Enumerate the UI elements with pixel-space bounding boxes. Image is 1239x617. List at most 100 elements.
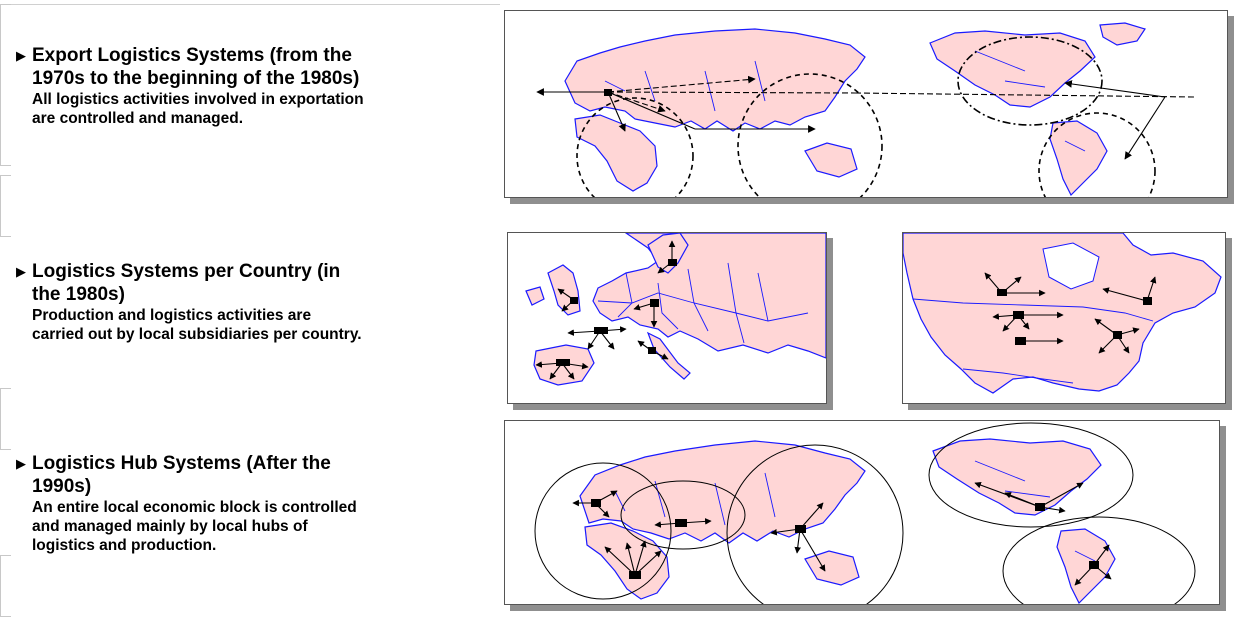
section-heading-text: Logistics Systems per Country (in the 19… xyxy=(32,261,341,305)
asia-pacific-hub-ring xyxy=(726,444,904,604)
africa-landmass xyxy=(584,522,670,600)
hub-arrow xyxy=(794,528,802,554)
left-edge-mark xyxy=(0,4,11,166)
us-canada-border xyxy=(912,298,1154,322)
distribution-arrow xyxy=(567,329,601,336)
section-heading: ▶ Logistics Hub Systems (After the 1990s… xyxy=(16,452,486,498)
section-description: An entire local economic block is contro… xyxy=(32,499,357,554)
left-edge-mark xyxy=(0,175,11,237)
africa-hub-ring xyxy=(534,462,672,600)
africa-market-ring xyxy=(576,97,694,197)
export-line xyxy=(854,92,1196,98)
section-description: All logistics activities involved in exp… xyxy=(32,91,364,127)
hub-arrow xyxy=(1093,564,1112,580)
distribution-arrow xyxy=(1102,287,1148,302)
hub-arrow xyxy=(654,521,682,528)
italy-landmass xyxy=(646,331,691,380)
north-america-country-map xyxy=(902,232,1226,404)
australia-landmass xyxy=(804,142,858,178)
distribution-arrow xyxy=(549,362,563,380)
hub-arrow xyxy=(594,490,618,504)
export-arrow xyxy=(607,75,756,93)
middle-east-hub-ring xyxy=(620,480,746,550)
world-hub-map xyxy=(504,420,1220,605)
distribution-arrow xyxy=(1001,276,1022,294)
hub-arrow xyxy=(799,502,824,530)
export-arrow xyxy=(607,91,666,113)
hub-arrow xyxy=(634,550,662,576)
hub-arrow xyxy=(799,528,826,572)
greenland-landmass xyxy=(1099,22,1146,46)
distribution-arrow xyxy=(587,330,601,350)
export-arrow xyxy=(1064,80,1166,98)
continental-europe-landmass xyxy=(592,233,826,359)
hub-arrow xyxy=(625,542,636,576)
export-arrow xyxy=(607,91,626,132)
top-rule xyxy=(0,4,500,5)
north-america-landmass xyxy=(932,438,1102,516)
north-america-landmass xyxy=(929,30,1096,108)
ireland-landmass xyxy=(525,286,545,306)
section-heading-text: Export Logistics Systems (from the 1970s… xyxy=(32,45,360,89)
export-line xyxy=(607,91,856,94)
north-america-market-ring xyxy=(957,36,1103,126)
distribution-arrow xyxy=(651,350,669,360)
distribution-arrow xyxy=(599,326,627,333)
africa-landmass xyxy=(574,114,658,192)
export-line xyxy=(607,91,696,130)
section-heading-text: Logistics Hub Systems (After the 1990s) xyxy=(32,453,331,497)
hub-arrow xyxy=(1074,564,1095,586)
north-america-hub-ring xyxy=(928,422,1134,528)
distribution-arrow xyxy=(535,361,563,368)
world-export-map xyxy=(504,10,1228,198)
distribution-arrow xyxy=(1116,334,1130,354)
section-heading: ▶ Export Logistics Systems (from the 197… xyxy=(16,44,486,90)
country-borders xyxy=(597,262,809,344)
distribution-arrow xyxy=(633,302,655,311)
export-arrow xyxy=(1124,96,1166,160)
section-heading: ▶ Logistics Systems per Country (in the … xyxy=(16,260,486,306)
asia-pacific-market-ring xyxy=(737,73,883,197)
section-country-logistics: ▶ Logistics Systems per Country (in the … xyxy=(16,260,486,344)
distribution-arrow xyxy=(984,272,1003,294)
south-america-hub-ring xyxy=(1002,516,1196,604)
distribution-arrow xyxy=(1098,334,1118,354)
hub-arrow xyxy=(974,481,1041,508)
triangle-right-icon: ▶ xyxy=(16,48,26,63)
south-america-market-ring xyxy=(1038,112,1156,197)
section-description: Production and logistics activities are … xyxy=(32,307,362,343)
country-borders xyxy=(614,460,1096,562)
hub-arrow xyxy=(1039,482,1084,508)
distribution-arrow xyxy=(1017,314,1030,330)
hub-arrow xyxy=(1039,506,1066,514)
hudson-bay xyxy=(1042,242,1100,290)
spain-hub-marker xyxy=(556,359,570,366)
hub-arrow xyxy=(634,540,647,576)
sweden-hub-marker xyxy=(668,259,677,266)
australia-landmass xyxy=(804,550,860,586)
us-mexico-border xyxy=(962,368,1074,384)
triangle-right-icon: ▶ xyxy=(16,264,26,279)
distribution-arrow xyxy=(561,362,575,380)
triangle-right-icon: ▶ xyxy=(16,456,26,471)
great-britain-landmass xyxy=(547,264,581,316)
left-edge-mark xyxy=(0,388,11,450)
distribution-arrow xyxy=(561,362,589,370)
section-export-logistics: ▶ Export Logistics Systems (from the 197… xyxy=(16,44,486,128)
south-america-landmass xyxy=(1049,120,1108,197)
distribution-arrow xyxy=(599,330,615,350)
hub-arrow xyxy=(594,502,610,518)
eurasia-landmass xyxy=(564,28,866,132)
hub-arrow xyxy=(680,518,712,525)
europe-country-map xyxy=(507,232,827,404)
left-edge-mark xyxy=(0,555,11,617)
distribution-arrow xyxy=(637,340,653,352)
hub-arrow xyxy=(770,528,801,536)
hub-arrow xyxy=(604,546,636,576)
distribution-arrow xyxy=(1094,318,1118,336)
distribution-arrow xyxy=(657,261,673,274)
country-borders xyxy=(604,50,1086,152)
distribution-arrow xyxy=(1116,327,1140,336)
section-hub-logistics: ▶ Logistics Hub Systems (After the 1990s… xyxy=(16,452,486,555)
hub-arrow xyxy=(1093,544,1110,566)
